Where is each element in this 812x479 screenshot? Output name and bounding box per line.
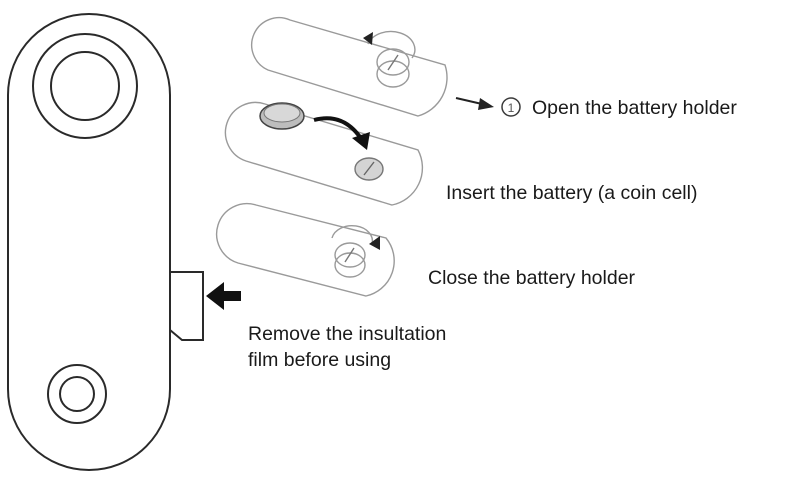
holder-1-slot bbox=[387, 54, 399, 71]
holder-3-slot bbox=[344, 247, 355, 263]
step1-number-circle bbox=[501, 97, 521, 117]
insert-arrow-icon bbox=[352, 132, 370, 150]
holder-1-lid bbox=[367, 30, 416, 59]
step1-arrow-icon bbox=[478, 98, 494, 110]
note-line-2: film before using bbox=[248, 349, 391, 371]
holder-2-slot bbox=[363, 161, 375, 176]
holder-2-outline bbox=[224, 101, 424, 206]
holder-3-socket bbox=[334, 252, 366, 278]
holder-insert-illustration bbox=[224, 101, 424, 206]
rotate-arrow-icon bbox=[363, 32, 373, 45]
holder-3-lid bbox=[331, 225, 374, 245]
holder-3-outline bbox=[216, 202, 395, 297]
holder-1-cap bbox=[376, 48, 410, 76]
bottom-button-outer bbox=[47, 364, 107, 424]
top-lens-inner bbox=[50, 51, 120, 121]
holder-open-illustration bbox=[251, 17, 448, 117]
holder-3-cap bbox=[334, 242, 366, 268]
coin-cell-top bbox=[263, 103, 301, 123]
step3-label: Close the battery holder bbox=[428, 267, 636, 289]
note-line-1: Remove the insultation bbox=[248, 323, 446, 345]
step1-number: 1 bbox=[508, 101, 515, 115]
close-rotate-arrow-icon bbox=[369, 236, 380, 250]
step2-label: Insert the battery (a coin cell) bbox=[446, 182, 697, 204]
film-arrow-icon bbox=[206, 282, 241, 310]
top-lens-outer bbox=[32, 33, 138, 139]
holder-close-illustration bbox=[216, 202, 395, 297]
step1-label: Open the battery holder bbox=[532, 97, 737, 119]
device-outline bbox=[7, 13, 171, 471]
insert-arrow-line bbox=[313, 116, 364, 142]
device-body bbox=[7, 13, 171, 471]
bottom-button-inner bbox=[59, 376, 95, 412]
insulation-film-tab bbox=[169, 271, 204, 341]
step1-arrow-line bbox=[455, 97, 483, 105]
holder-1-outline bbox=[251, 17, 448, 117]
holder-1-socket bbox=[376, 60, 410, 88]
